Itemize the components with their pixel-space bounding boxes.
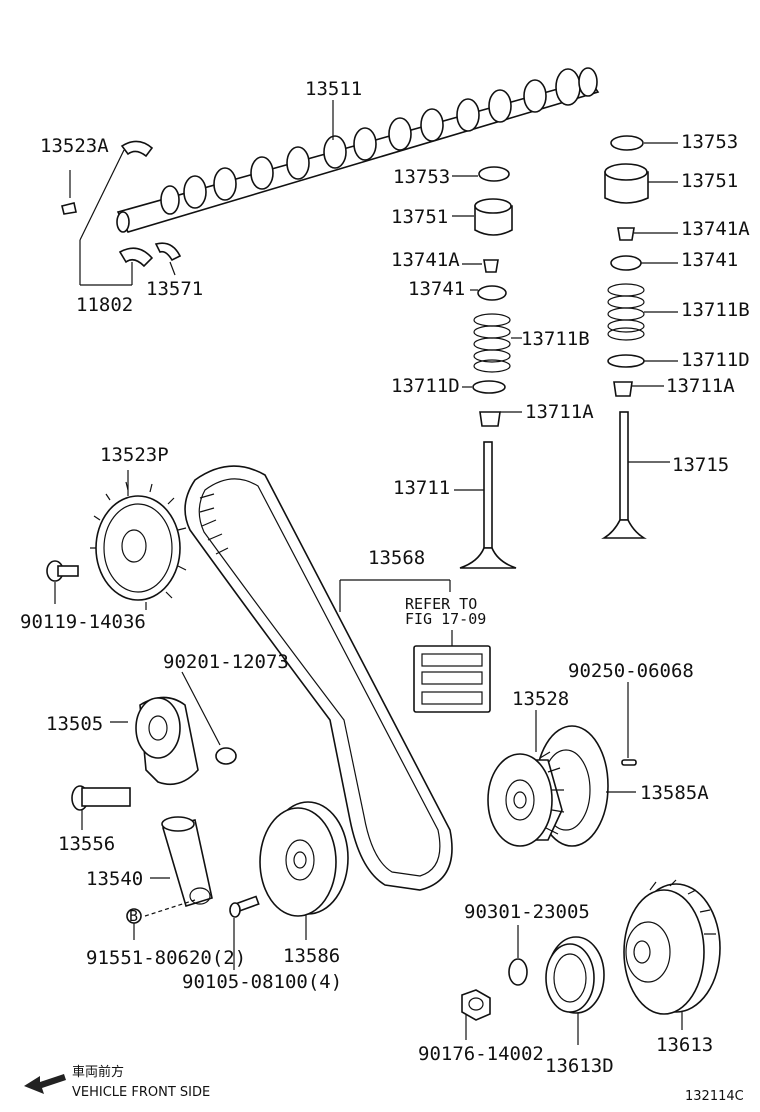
label-13540: 13540	[86, 868, 143, 890]
label-13751-right: 13751	[681, 170, 738, 192]
keeper-13741A-left[interactable]	[483, 259, 499, 273]
label-90119-14036: 90119-14036	[20, 611, 146, 633]
key-part[interactable]	[61, 202, 77, 215]
tensioner-13505[interactable]	[135, 696, 199, 786]
shim-13753-right[interactable]	[610, 135, 644, 151]
label-13613: 13613	[656, 1034, 713, 1056]
lifter-13751-left[interactable]	[474, 198, 513, 236]
bearing-13523A[interactable]	[120, 140, 154, 158]
seal-13711A-right[interactable]	[613, 381, 633, 397]
lifter-13751-right[interactable]	[604, 163, 649, 204]
label-13715: 13715	[672, 454, 729, 476]
spring-13711B-right[interactable]	[607, 283, 645, 341]
front-arrow-icon	[24, 1074, 66, 1094]
label-13586: 13586	[283, 945, 340, 967]
retainer-13741-left[interactable]	[477, 285, 507, 301]
bolt-90105-08100[interactable]	[229, 895, 260, 918]
seat-13711D-left[interactable]	[472, 380, 506, 394]
cam-pulley-13523P[interactable]	[90, 481, 187, 610]
label-13711D-left: 13711D	[391, 375, 460, 397]
label-13751-left: 13751	[391, 206, 448, 228]
label-13741A-right: 13741A	[681, 218, 750, 240]
crank-sprocket-13528[interactable]	[487, 751, 565, 847]
label-13711: 13711	[393, 477, 450, 499]
label-13711D-right: 13711D	[681, 349, 750, 371]
label-13711A-left: 13711A	[525, 401, 594, 423]
label-13511: 13511	[305, 78, 362, 100]
bolt-90119-14036[interactable]	[46, 560, 79, 582]
label-90105-08100: 90105-08100(4)	[182, 971, 342, 993]
bolt-13556[interactable]	[71, 785, 131, 811]
label-90201-12073: 90201-12073	[163, 651, 289, 673]
label-13568: 13568	[368, 547, 425, 569]
valve-13711[interactable]	[459, 441, 517, 569]
label-11802: 11802	[76, 294, 133, 316]
keeper-13741A-right[interactable]	[617, 227, 635, 241]
label-13741-left: 13741	[408, 278, 465, 300]
camshaft[interactable]	[116, 67, 600, 233]
spring-13711B-left[interactable]	[473, 313, 511, 373]
label-13571: 13571	[146, 278, 203, 300]
label-13711B-right: 13711B	[681, 299, 750, 321]
retainer-13741-right[interactable]	[610, 255, 642, 271]
shim-13753-left[interactable]	[478, 166, 510, 182]
label-13741A-left: 13741A	[391, 249, 460, 271]
seal-13613D[interactable]	[545, 936, 605, 1014]
seal-13711A-left[interactable]	[479, 411, 501, 427]
label-13711A-right: 13711A	[666, 375, 735, 397]
label-13613D: 13613D	[545, 1055, 614, 1077]
label-13523P: 13523P	[100, 444, 169, 466]
refer-line-2: FIG 17-09	[405, 610, 486, 628]
thrust-13571[interactable]	[154, 242, 182, 262]
damper-13540[interactable]	[161, 816, 213, 908]
label-13523A: 13523A	[40, 135, 109, 157]
crank-pulley-13586[interactable]	[259, 801, 349, 917]
label-90250-06068: 90250-06068	[568, 660, 694, 682]
seat-13711D-right[interactable]	[607, 354, 645, 368]
label-13585A: 13585A	[640, 782, 709, 804]
label-13753-right: 13753	[681, 131, 738, 153]
refer-line-1: REFER TO	[405, 595, 477, 613]
valve-13715[interactable]	[601, 411, 647, 539]
label-13505: 13505	[46, 713, 103, 735]
label-13528: 13528	[512, 688, 569, 710]
oil-pump-pulley-13613[interactable]	[623, 879, 721, 1015]
figure-id: 132114C	[685, 1089, 744, 1104]
label-90301-23005: 90301-23005	[464, 901, 590, 923]
label-13741-right: 13741	[681, 249, 738, 271]
washer-90201-12073[interactable]	[215, 747, 237, 765]
label-91551-80620: 91551-80620(2)	[86, 947, 246, 969]
label-13753-left: 13753	[393, 166, 450, 188]
timing-belt-13568[interactable]	[184, 465, 453, 891]
label-13556: 13556	[58, 833, 115, 855]
bolt-90176-14002[interactable]	[461, 989, 491, 1021]
bolt-marker-text: B	[129, 907, 138, 925]
front-label-en: VEHICLE FRONT SIDE	[72, 1085, 210, 1100]
pin-90250-06068[interactable]	[621, 759, 637, 766]
bearing-11802[interactable]	[118, 247, 154, 268]
referenced-part-box[interactable]	[413, 645, 491, 713]
o-ring-90301-23005[interactable]	[508, 958, 528, 986]
label-90176-14002: 90176-14002	[418, 1043, 544, 1065]
label-13711B-left: 13711B	[521, 328, 590, 350]
front-label-jp: 車両前方	[72, 1064, 124, 1080]
